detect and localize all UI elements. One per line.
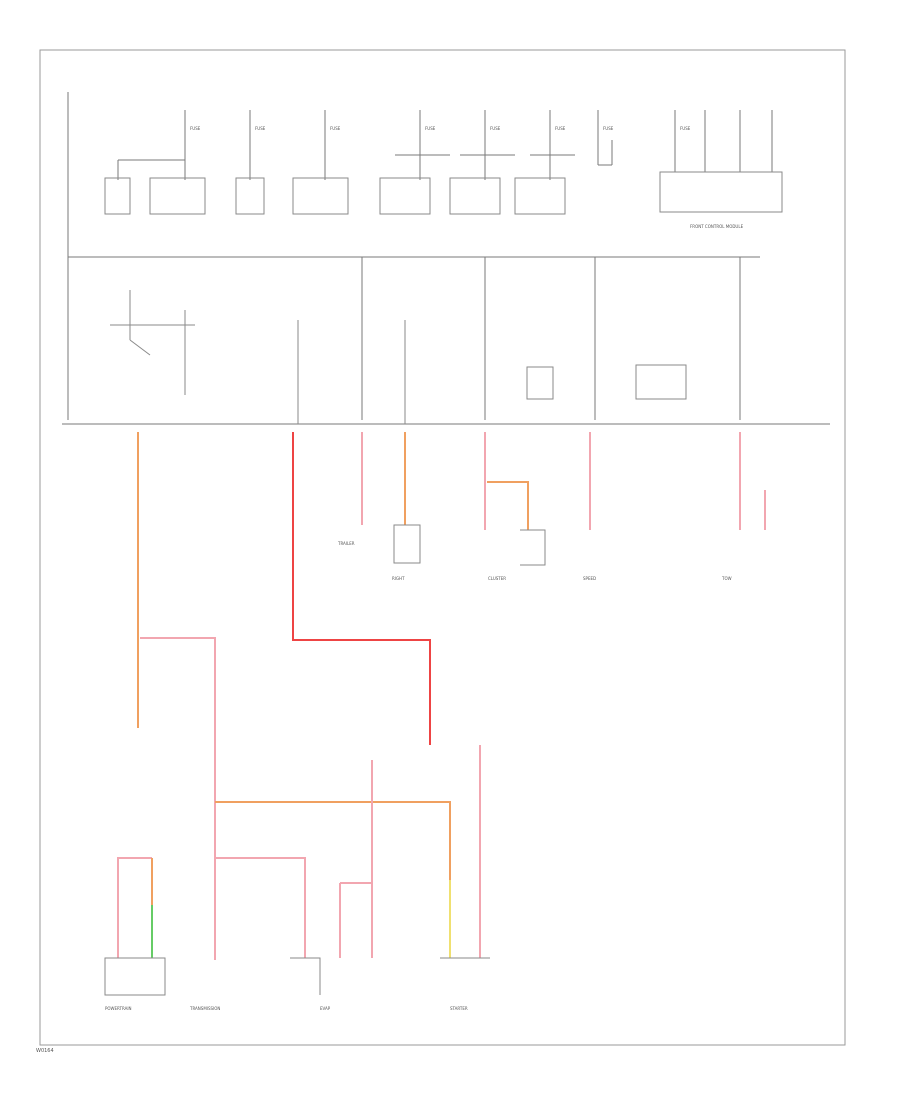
fuse-label: FUSE [190, 126, 201, 131]
component-label: EVAP [320, 1006, 331, 1011]
fuse-label: FUSE [555, 126, 566, 131]
bottom-labels: TRAILER RIGHT CLUSTER SPEED TOW POWERTRA… [105, 541, 732, 1011]
component-label: RIGHT [392, 576, 405, 581]
component-label: CLUSTER [488, 576, 506, 581]
component-label: SPEED [583, 576, 596, 581]
component-label: STARTER [450, 1006, 468, 1011]
top-fuse-feeds [117, 110, 773, 180]
diagram-code: W0164 [36, 1048, 54, 1054]
middle-components [110, 290, 687, 424]
top-component-boxes [104, 171, 783, 215]
component-label: POWERTRAIN [105, 1006, 132, 1011]
module-label: FRONT CONTROL MODULE [690, 224, 744, 229]
component-label: TOW [721, 576, 732, 581]
fuse-label: FUSE [330, 126, 341, 131]
lower-connectors [104, 524, 546, 996]
power-bus-lines [62, 92, 830, 425]
top-fuse-labels: FUSE FUSE FUSE FUSE FUSE FUSE FUSE FUSE … [190, 126, 744, 229]
fuse-label: FUSE [680, 126, 691, 131]
fuse-label: FUSE [255, 126, 266, 131]
diagram-frame [39, 49, 846, 1046]
component-label: TRANSMISSION [189, 1006, 220, 1011]
component-label: TRAILER [337, 541, 355, 546]
colored-wires [117, 432, 766, 960]
fuse-label: FUSE [603, 126, 614, 131]
fuse-label: FUSE [490, 126, 501, 131]
fuse-label: FUSE [425, 126, 436, 131]
